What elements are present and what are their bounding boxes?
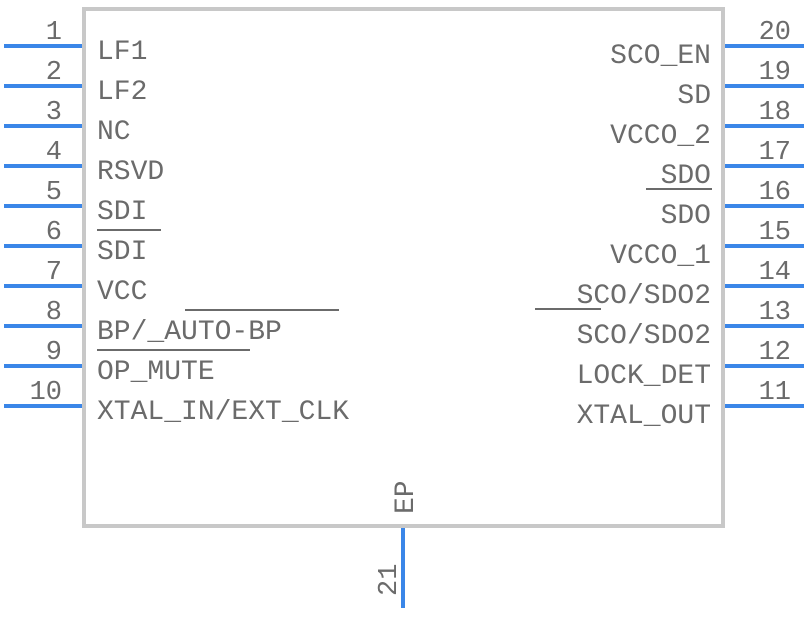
pin-14-number: 14 — [759, 258, 791, 288]
pin-11-label: XTAL_OUT — [577, 401, 711, 432]
pin-9-label: OP_MUTE — [97, 357, 215, 388]
right-pin-group: 20SCO_EN19SD18VCCO_217SDO16SDO15VCCO_114… — [577, 18, 804, 432]
ic-body — [82, 7, 725, 528]
pin-17-label: SDO — [661, 161, 711, 192]
pin-2-label: LF2 — [97, 77, 147, 108]
pin-3-number: 3 — [46, 98, 62, 128]
pin-20-number: 20 — [759, 18, 791, 48]
pin-20-label: SCO_EN — [610, 41, 711, 72]
pin-5-number: 5 — [46, 178, 62, 208]
pin-14-label: SCO/SDO2 — [577, 281, 711, 312]
pin-9-number: 9 — [46, 338, 62, 368]
pin-12-number: 12 — [759, 338, 791, 368]
pin-7-number: 7 — [46, 258, 62, 288]
pin-1-label: LF1 — [97, 37, 147, 68]
pin-4-number: 4 — [46, 138, 62, 168]
pin-18-number: 18 — [759, 98, 791, 128]
pin-21-label: EP — [391, 480, 422, 514]
pin-18-label: VCCO_2 — [610, 121, 711, 152]
pin-19-number: 19 — [759, 58, 791, 88]
pin-5-label: SDI — [97, 197, 147, 228]
pin-6-label: SDI — [97, 237, 147, 268]
pin-13-number: 13 — [759, 298, 791, 328]
pin-2-number: 2 — [46, 58, 62, 88]
pin-11-number: 11 — [759, 378, 791, 408]
pin-8-number: 8 — [46, 298, 62, 328]
pin-4-label: RSVD — [97, 157, 164, 188]
pin-8-label: BP/_AUTO-BP — [97, 317, 282, 348]
pin-15-label: VCCO_1 — [610, 241, 711, 272]
pin-10-number: 10 — [30, 378, 62, 408]
pin-19-label: SD — [677, 81, 711, 112]
pin-10-label: XTAL_IN/EXT_CLK — [97, 397, 349, 428]
pin-7-label: VCC — [97, 277, 147, 308]
pin-3-label: NC — [97, 117, 131, 148]
left-pin-group: 1LF12LF23NC4RSVD5SDI6SDI7VCC8BP/_AUTO-BP… — [4, 18, 349, 428]
pin-21-number: 21 — [375, 564, 405, 596]
pin-16-number: 16 — [759, 178, 791, 208]
pin-15-number: 15 — [759, 218, 791, 248]
pin-6-number: 6 — [46, 218, 62, 248]
pin-17-number: 17 — [759, 138, 791, 168]
pin-1-number: 1 — [46, 18, 62, 48]
pin-16-label: SDO — [661, 201, 711, 232]
pin-13-label: SCO/SDO2 — [577, 321, 711, 352]
pin-12-label: LOCK_DET — [577, 361, 711, 392]
